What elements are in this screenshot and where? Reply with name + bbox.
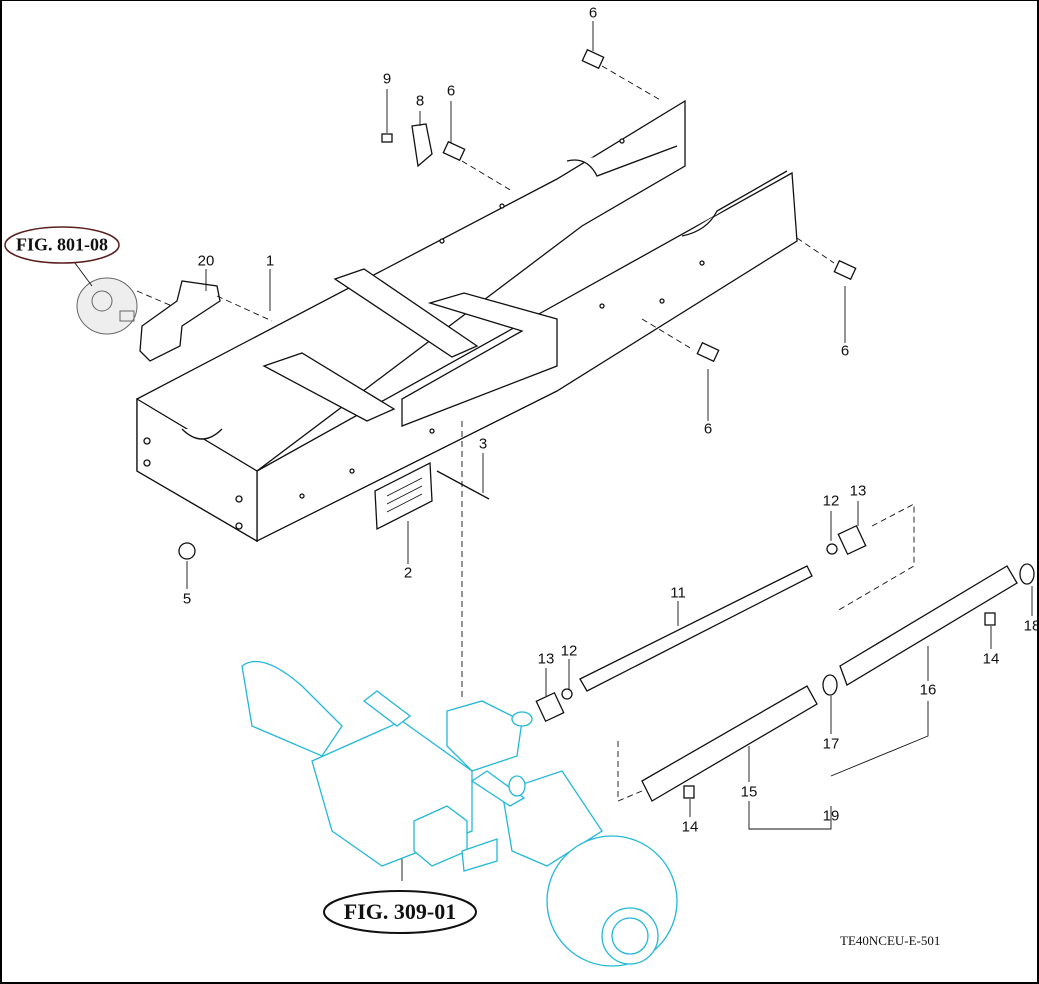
- tube-assembly: [641, 563, 1035, 802]
- callout-part-6: 6: [840, 342, 850, 360]
- callout-part-15: 15: [740, 783, 758, 801]
- callout-part-3: 3: [478, 435, 488, 453]
- callout-part-8: 8: [415, 92, 425, 110]
- fig-ref-309-01[interactable]: FIG. 309-01: [343, 899, 457, 924]
- callout-part-6: 6: [703, 420, 713, 438]
- callout-part-14: 14: [982, 650, 1000, 668]
- callout-part-13: 13: [537, 650, 555, 668]
- callout-part-20: 20: [197, 252, 215, 270]
- callout-part-2: 2: [403, 564, 413, 582]
- callout-part-6: 6: [446, 82, 456, 100]
- callout-part-12: 12: [822, 492, 840, 510]
- callout-part-12: 12: [560, 642, 578, 660]
- pin: [436, 470, 490, 500]
- fig-309-01-oval: [323, 890, 477, 934]
- leader-lines: [136, 65, 915, 802]
- fig-801-08-oval: [4, 226, 120, 264]
- drive-axle-drawing: [241, 660, 678, 967]
- bolts: [178, 48, 996, 799]
- callout-part-11: 11: [670, 584, 686, 602]
- frame-assembly: [136, 99, 798, 543]
- callout-part-1: 1: [265, 252, 275, 270]
- callout-part-16: 16: [919, 681, 937, 699]
- bracket-plate: [139, 280, 221, 362]
- drive-shaft: [535, 524, 867, 723]
- callout-part-19: 19: [822, 807, 840, 825]
- callout-part-17: 17: [822, 735, 840, 753]
- callout-part-18: 18: [1023, 617, 1039, 635]
- callout-part-13: 13: [849, 482, 867, 500]
- name-plate: [374, 461, 433, 531]
- fig-ref-801-08[interactable]: FIG. 801-08: [16, 234, 108, 255]
- callout-part-6: 6: [588, 4, 598, 22]
- callout-part-14: 14: [681, 818, 699, 836]
- drawing-code: TE40NCEU-E-501: [840, 933, 941, 948]
- callout-part-5: 5: [182, 590, 192, 608]
- callout-leaders: [71, 21, 1033, 881]
- pump-assembly-drawing: [76, 277, 138, 335]
- callout-part-9: 9: [382, 70, 392, 88]
